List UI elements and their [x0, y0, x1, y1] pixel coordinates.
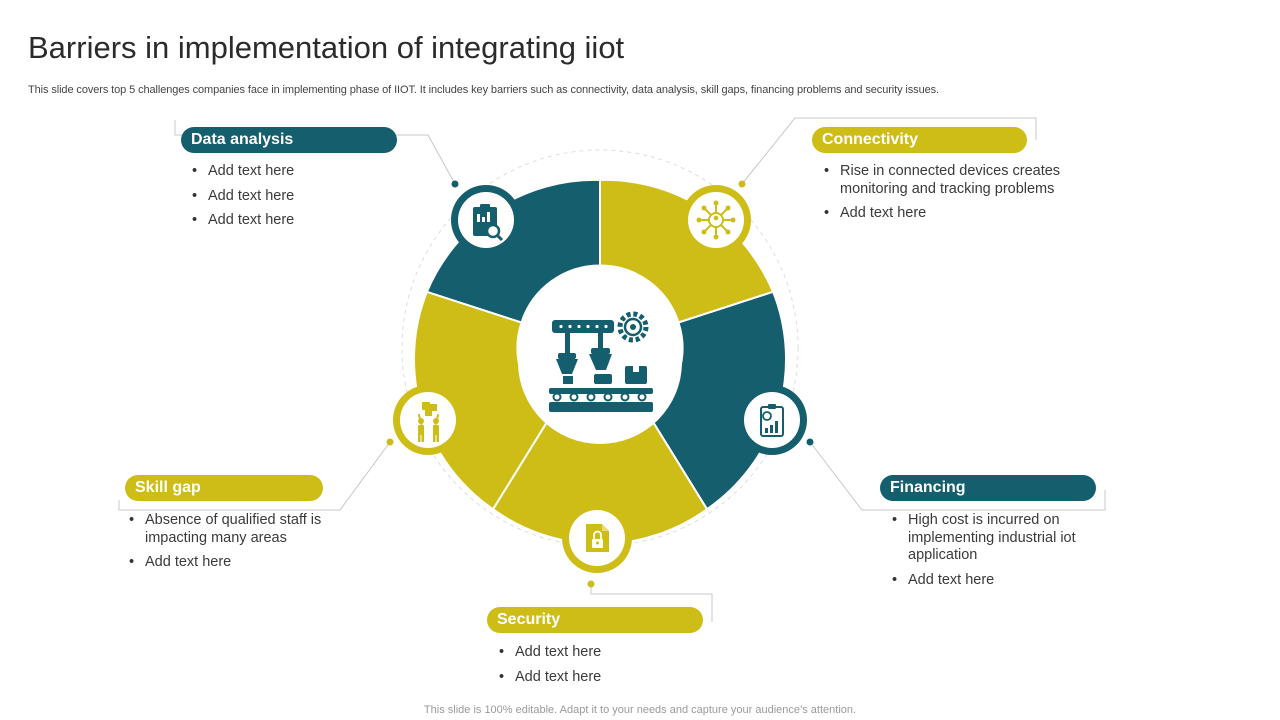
label-skill-gap: Skill gap — [125, 475, 323, 501]
list-item: Add text here — [497, 669, 697, 687]
dashed-guide-ring — [401, 149, 799, 547]
list-security: Add text here Add text here — [497, 644, 697, 693]
label-security: Security — [487, 607, 703, 633]
financial-report-icon — [760, 404, 784, 437]
badge-connectivity[interactable] — [681, 185, 751, 255]
connector-dot-connectivity — [738, 180, 746, 188]
team-puzzle-icon — [417, 402, 440, 442]
list-item: Add text here — [190, 188, 390, 206]
connector-dot-security — [587, 580, 595, 588]
page-subtitle: This slide covers top 5 challenges compa… — [28, 84, 939, 96]
network-hub-icon — [696, 200, 736, 240]
connector-dot-skill-gap — [386, 438, 394, 446]
badge-data-analysis[interactable] — [451, 185, 521, 255]
secure-document-icon — [586, 524, 609, 552]
label-connectivity: Connectivity — [812, 127, 1027, 153]
list-item: High cost is incurred on implementing in… — [890, 512, 1090, 565]
list-item: Add text here — [127, 554, 327, 572]
list-item: Absence of qualified staff is impacting … — [127, 512, 327, 547]
list-data-analysis: Add text here Add text here Add text her… — [190, 163, 390, 237]
list-item: Rise in connected devices creates monito… — [822, 163, 1072, 198]
list-item: Add text here — [890, 572, 1090, 590]
list-financing: High cost is incurred on implementing in… — [890, 512, 1090, 596]
list-item: Add text here — [497, 644, 697, 662]
page-title: Barriers in implementation of integratin… — [28, 30, 625, 65]
connector-dot-financing — [806, 438, 814, 446]
industrial-robot-assembly-icon — [549, 311, 653, 412]
list-connectivity: Rise in connected devices creates monito… — [822, 163, 1072, 230]
footer-note: This slide is 100% editable. Adapt it to… — [423, 704, 857, 716]
badge-financing[interactable] — [737, 385, 807, 455]
badge-security[interactable] — [562, 503, 632, 573]
clipboard-search-icon — [473, 204, 504, 242]
list-item: Add text here — [822, 205, 1072, 223]
list-skill-gap: Absence of qualified staff is impacting … — [127, 512, 327, 579]
list-item: Add text here — [190, 163, 390, 181]
badge-skill-gap[interactable] — [393, 385, 463, 455]
list-item: Add text here — [190, 212, 390, 230]
label-data-analysis: Data analysis — [181, 127, 397, 153]
connector-dot-data-analysis — [451, 180, 459, 188]
label-financing: Financing — [880, 475, 1096, 501]
segment-connectivity[interactable] — [599, 178, 775, 324]
